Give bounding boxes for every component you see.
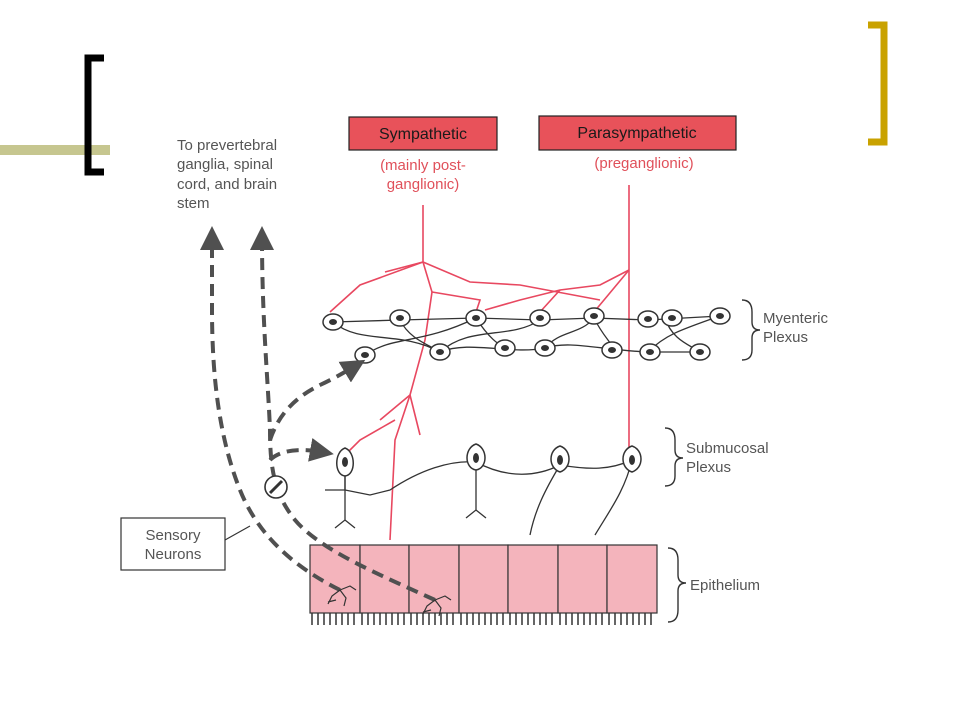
sensory-cell-body: [264, 475, 288, 499]
prevertebral-line-4: stem: [177, 195, 210, 212]
prevertebral-line-2: ganglia, spinal: [177, 156, 273, 173]
epithelium-brace: [667, 547, 687, 623]
sympathetic-label: Sympathetic: [379, 126, 467, 143]
parasympathetic-label: Parasympathetic: [577, 125, 696, 142]
prevertebral-label: To prevertebral ganglia, spinal cord, an…: [177, 137, 277, 212]
submucosal-plexus: [325, 459, 633, 536]
left-bracket-decoration: [84, 54, 104, 176]
sensory-branch-myenteric: [268, 359, 366, 441]
submucosal-neurons: [336, 443, 642, 477]
sensory-label-leader: [224, 525, 251, 541]
myenteric-brace: [741, 299, 761, 361]
submucosal-label-1: Submucosal: [686, 440, 769, 457]
microvilli: [311, 613, 652, 625]
sensory-label-1: Sensory: [145, 527, 201, 544]
prevertebral-line-1: To prevertebral: [177, 137, 277, 154]
sympathetic-fibers: [329, 205, 601, 541]
parasympathetic-subtitle: (preganglionic): [594, 155, 693, 172]
sympathetic-subtitle-2: ganglionic): [387, 176, 460, 193]
parasympathetic-fibers: [484, 185, 630, 448]
accent-bar: [0, 145, 110, 155]
sympathetic-subtitle-1: (mainly post-: [380, 157, 466, 174]
sympathetic-box: Sympathetic: [348, 116, 498, 151]
parasympathetic-box: Parasympathetic: [538, 115, 737, 151]
submucosal-label-2: Plexus: [686, 459, 731, 476]
epithelium-label: Epithelium: [690, 577, 760, 594]
sensory-label-2: Neurons: [145, 546, 202, 563]
sensory-neurons-label-box: Sensory Neurons: [120, 517, 226, 571]
epithelium: [309, 544, 658, 625]
myenteric-label-2: Plexus: [763, 329, 808, 346]
sensory-fiber-long: [200, 226, 341, 592]
submucosal-brace: [664, 427, 684, 487]
myenteric-nuclei: [329, 313, 724, 358]
prevertebral-line-3: cord, and brain: [177, 176, 277, 193]
sensory-branch-submucosal: [268, 438, 334, 462]
myenteric-label-1: Myenteric: [763, 310, 829, 327]
right-bracket-decoration: [868, 21, 888, 146]
submucosal-nuclei: [342, 453, 635, 467]
sensory-endings: [327, 585, 452, 617]
